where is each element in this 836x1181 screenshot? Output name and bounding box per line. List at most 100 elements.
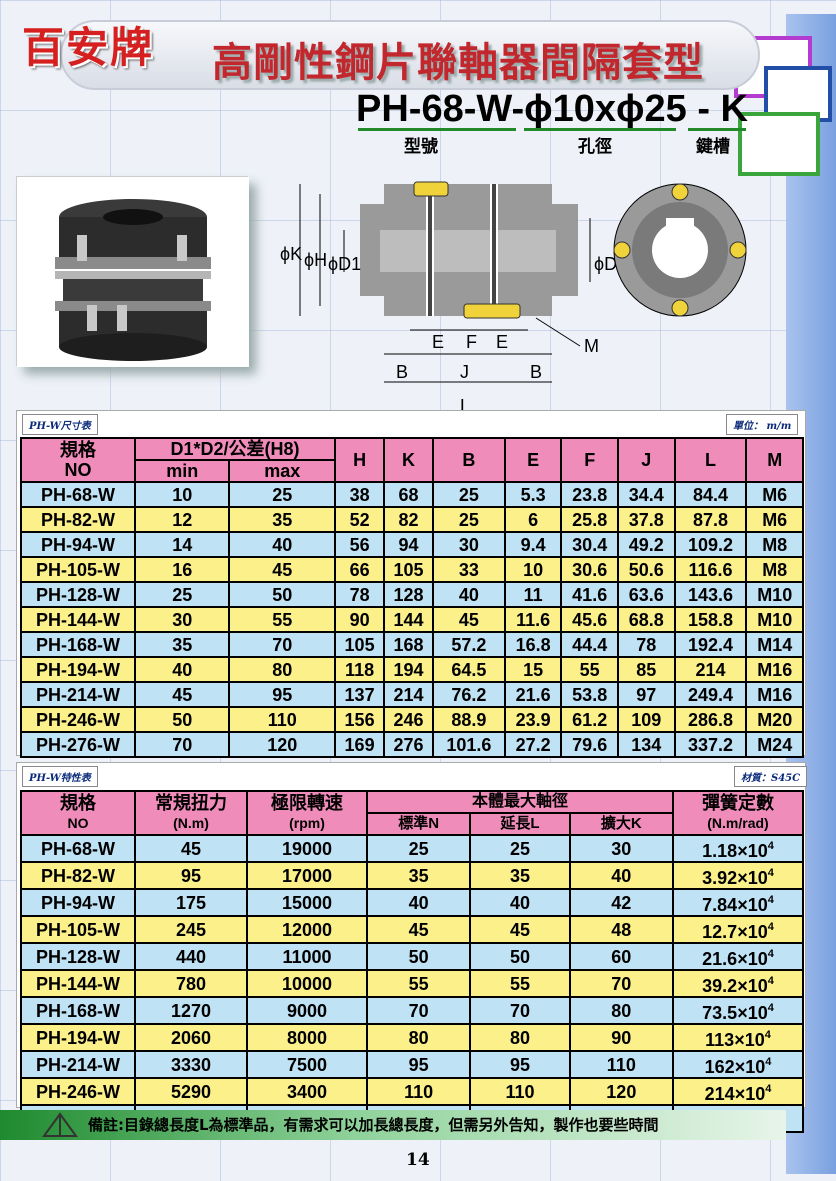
table-cell: PH-68-W xyxy=(20,834,136,863)
table-cell: 37.8 xyxy=(616,506,676,533)
table-cell: 8000 xyxy=(246,1023,368,1052)
table-cell: 50 xyxy=(469,942,571,971)
stiffness-cell: 1.18×104 xyxy=(672,834,804,863)
stiffness-mantissa: 12.7 xyxy=(702,922,738,942)
stiffness-exponent: 4 xyxy=(765,1056,772,1068)
bore-underline xyxy=(524,128,676,131)
table-cell: 143.6 xyxy=(673,581,748,608)
table-cell: 33 xyxy=(431,556,506,583)
table-cell: 337.2 xyxy=(673,731,748,758)
table-cell: 105 xyxy=(383,556,434,583)
stiffness-cell: 113×104 xyxy=(672,1023,804,1052)
table-cell: 63.6 xyxy=(616,581,676,608)
table-cell: 30 xyxy=(133,606,231,633)
table-cell: 134 xyxy=(616,731,676,758)
stiffness-mantissa: 73.5 xyxy=(702,1003,738,1023)
table-cell: PH-144-W xyxy=(20,606,136,633)
table-cell: 44.4 xyxy=(560,631,619,658)
stiffness-mantissa: 7.84 xyxy=(702,895,738,915)
note-bar xyxy=(0,1110,786,1140)
stiffness-mantissa: 113 xyxy=(705,1030,735,1050)
table-cell: 45 xyxy=(134,834,248,863)
table-cell: M8 xyxy=(745,556,804,583)
stiffness-cell: 7.84×104 xyxy=(672,888,804,917)
stiffness-exponent: 4 xyxy=(764,1029,771,1041)
table-cell: 11 xyxy=(503,581,563,608)
table-cell: 169 xyxy=(334,731,386,758)
table-cell: 80 xyxy=(568,996,675,1025)
table-cell: 10 xyxy=(133,481,231,508)
table-cell: 30 xyxy=(431,531,506,558)
table-cell: 70 xyxy=(365,996,472,1025)
speed-unit: (rpm) xyxy=(289,815,325,831)
table-cell: 64.5 xyxy=(431,656,506,683)
table-cell: 55 xyxy=(469,969,571,998)
table-cell: 94 xyxy=(383,531,434,558)
table-cell: 246 xyxy=(383,706,434,733)
stiffness-exponent: 4 xyxy=(767,894,774,906)
table-cell: 158.8 xyxy=(673,606,748,633)
col-j: J xyxy=(616,437,676,483)
table-cell: M16 xyxy=(745,681,804,708)
table-cell: 80 xyxy=(365,1023,472,1052)
table-cell: 105 xyxy=(334,631,386,658)
unit-tag: 單位： m/m xyxy=(726,414,799,435)
table-cell: 15 xyxy=(503,656,563,683)
decor-square-green xyxy=(738,112,820,176)
model-underline xyxy=(358,128,516,131)
stiffness-mantissa: 214 xyxy=(704,1084,735,1104)
table-cell: 45 xyxy=(431,606,506,633)
spec-header: 規格 xyxy=(60,440,96,460)
table-cell: 56 xyxy=(334,531,386,558)
table-cell: 23.9 xyxy=(503,706,563,733)
table-cell: 45 xyxy=(469,915,571,944)
compass-icon xyxy=(40,1110,80,1144)
stiffness-mantissa: 39.2 xyxy=(702,976,738,996)
table-cell: 40 xyxy=(431,581,506,608)
stiffness-exponent: 4 xyxy=(767,840,774,852)
table-cell: 49.2 xyxy=(616,531,676,558)
stiffness-mantissa: 1.18 xyxy=(702,841,738,861)
table-cell: 25 xyxy=(133,581,231,608)
table-cell: 245 xyxy=(134,915,248,944)
table-cell: 38 xyxy=(334,481,386,508)
table-cell: 194 xyxy=(383,656,434,683)
table-cell: 276 xyxy=(383,731,434,758)
table-cell: 45 xyxy=(133,681,231,708)
table-cell: 68 xyxy=(383,481,434,508)
table-cell: 41.6 xyxy=(560,581,619,608)
col-bore: 本體最大軸徑 xyxy=(366,790,674,814)
col-speed: 極限轉速 (rpm) xyxy=(246,790,368,836)
table-cell: 68.8 xyxy=(616,606,676,633)
table-cell: 50.6 xyxy=(616,556,676,583)
material-tag: 材質：S45C xyxy=(734,766,808,787)
table-cell: 40 xyxy=(365,888,472,917)
table-cell: PH-246-W xyxy=(20,1077,136,1106)
table-cell: 19000 xyxy=(246,834,368,863)
table-cell: 25 xyxy=(365,834,472,863)
col-min: min xyxy=(133,459,231,483)
table-cell: M6 xyxy=(745,506,804,533)
svg-text:B: B xyxy=(396,362,408,382)
stiffness-exponent: 4 xyxy=(767,867,774,879)
table-cell: 11000 xyxy=(246,942,368,971)
table-cell: 9000 xyxy=(246,996,368,1025)
col-std: 標準N xyxy=(365,812,472,836)
svg-text:E: E xyxy=(432,332,444,352)
table-cell: 25 xyxy=(469,834,571,863)
table-cell: 214 xyxy=(383,681,434,708)
svg-text:M: M xyxy=(584,336,599,356)
table-cell: 192.4 xyxy=(673,631,748,658)
table-cell: 85 xyxy=(616,656,676,683)
no2-header: NO xyxy=(67,815,89,831)
keyway-underline xyxy=(688,128,746,131)
table-cell: M10 xyxy=(745,581,804,608)
